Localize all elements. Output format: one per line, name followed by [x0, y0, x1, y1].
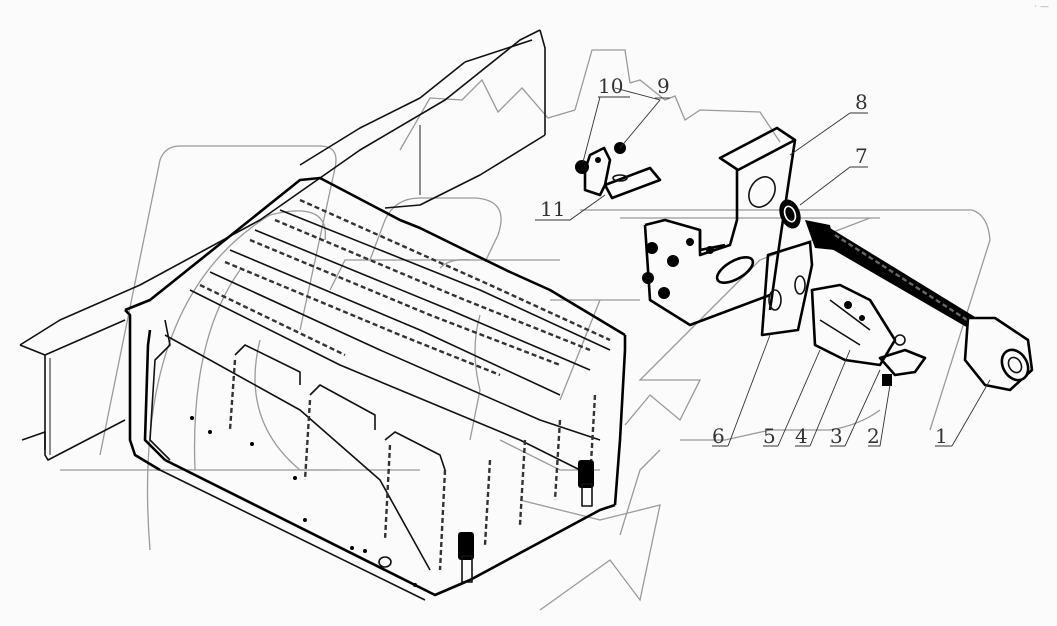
- callout-9: 9: [657, 74, 670, 98]
- battery-box: [124, 176, 627, 601]
- small-bracket: [575, 142, 662, 200]
- switch-body: [810, 283, 927, 386]
- switch-plate: [760, 240, 814, 337]
- watermark: [60, 49, 991, 611]
- callout-3: 3: [830, 424, 843, 448]
- large-bracket: [642, 126, 797, 327]
- corner-mark: · —: [1034, 2, 1049, 12]
- callout-1: 1: [935, 424, 948, 448]
- frame-rail: [19, 29, 546, 461]
- callout-6: 6: [712, 424, 725, 448]
- leader-lines: [535, 87, 991, 447]
- callout-4: 4: [795, 424, 808, 448]
- callout-11: 11: [540, 197, 566, 221]
- latch-right: [578, 460, 594, 507]
- callout-7: 7: [855, 144, 868, 168]
- callout-2: 2: [867, 424, 880, 448]
- callout-10: 10: [598, 74, 624, 98]
- callout-5: 5: [763, 424, 776, 448]
- latch-left: [458, 532, 474, 583]
- callout-8: 8: [855, 90, 868, 114]
- switch-shaft-and-knob: [779, 199, 1034, 392]
